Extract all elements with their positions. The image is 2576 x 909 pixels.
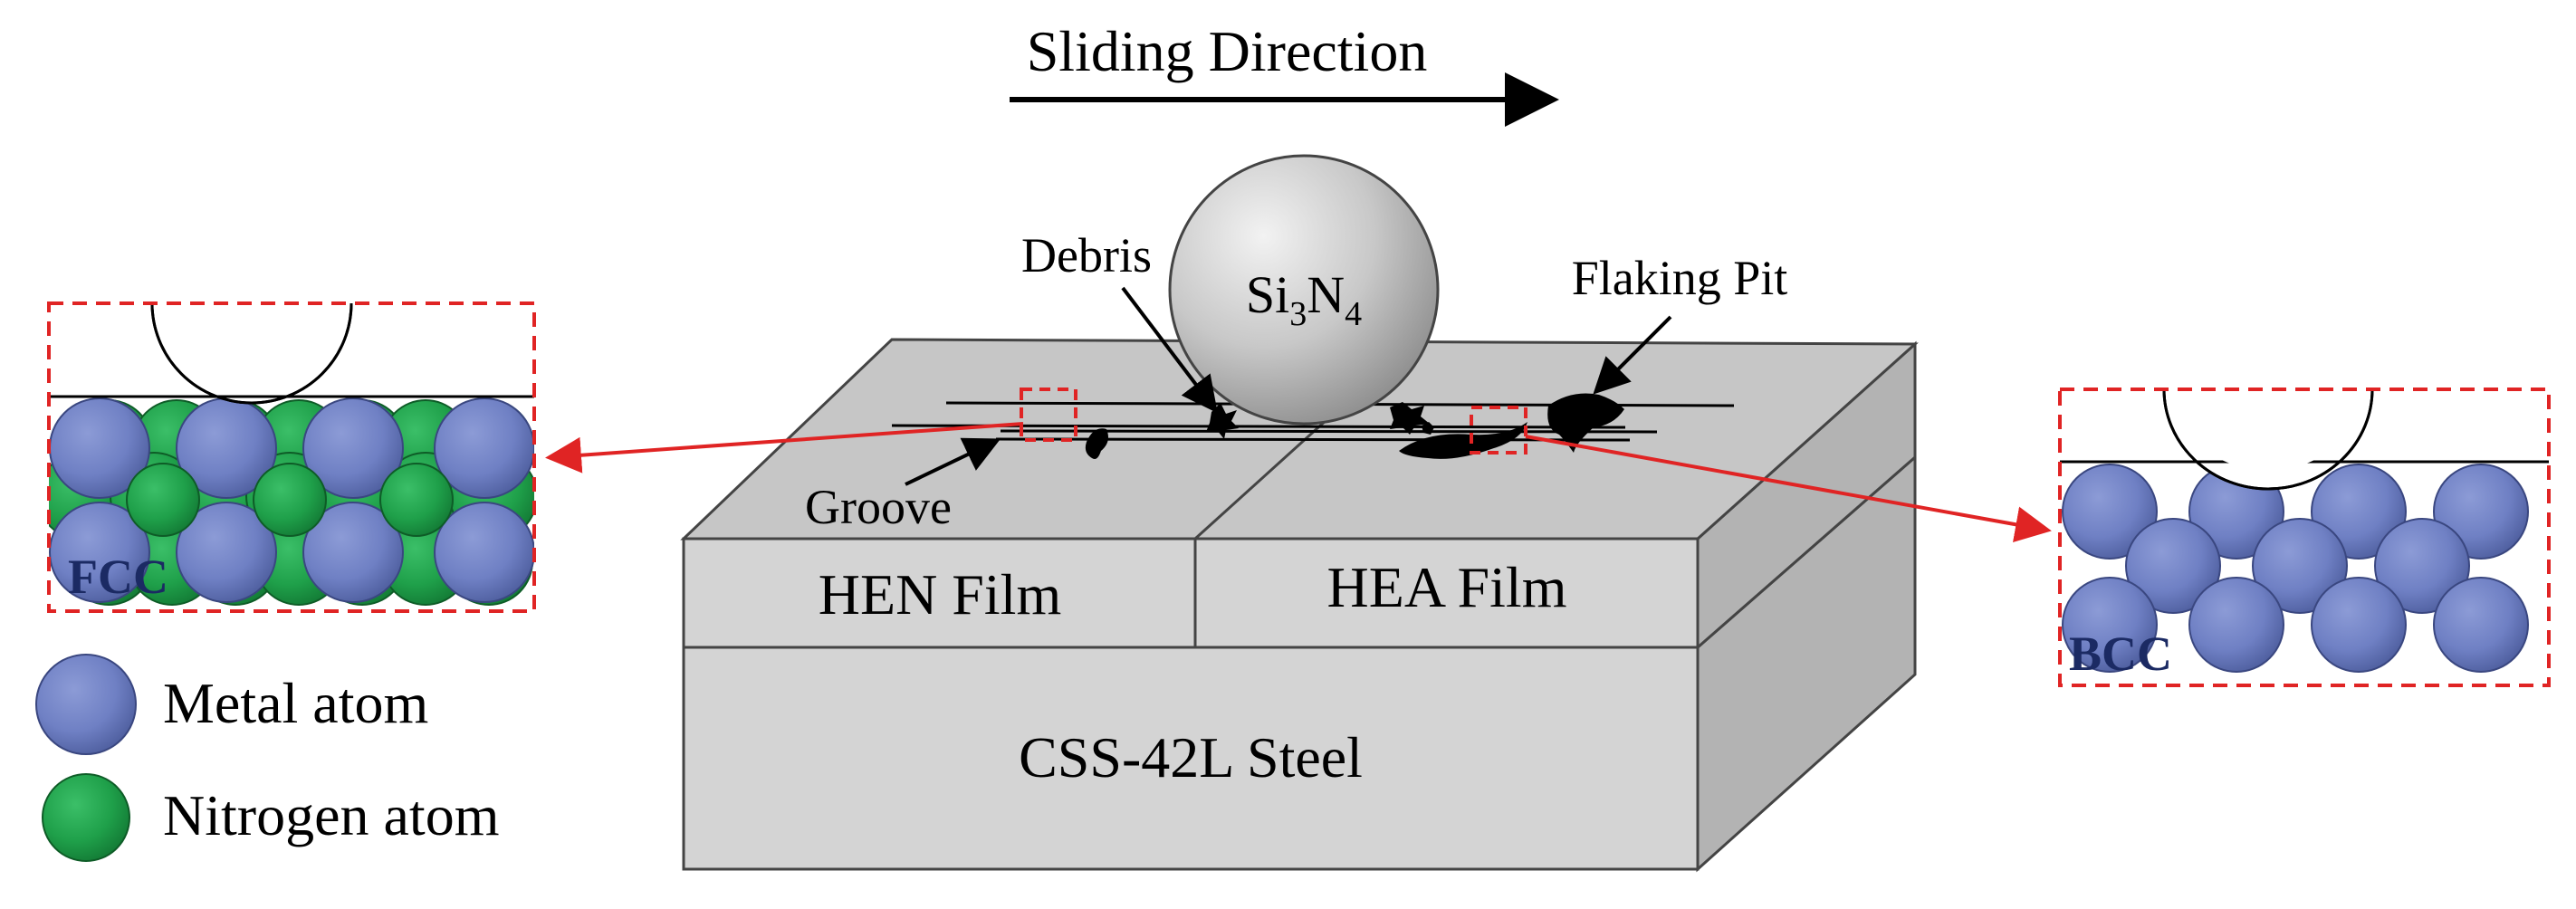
legend: Metal atom Nitrogen atom — [35, 654, 499, 862]
ball-label: Si3N4 — [1246, 265, 1362, 333]
groove-label: Groove — [805, 480, 952, 534]
ball-sphere — [1168, 154, 1440, 426]
si3n4-ball: Si3N4 — [1168, 154, 1440, 426]
flaking-pit-pointer — [1593, 315, 1672, 395]
fcc-inset: FCC — [47, 301, 536, 613]
bcc-metal-atoms — [2062, 464, 2529, 673]
legend-nitrogen-label: Nitrogen atom — [163, 783, 499, 847]
sliding-direction: Sliding Direction — [1010, 19, 1559, 127]
fcc-metal-atoms — [49, 397, 534, 603]
hea-highlight-box — [1470, 406, 1527, 454]
groove-pointer — [905, 437, 1001, 486]
bcc-inset: BCC — [2058, 388, 2551, 687]
substrate-label: CSS-42L Steel — [1019, 725, 1363, 789]
fcc-label: FCC — [68, 550, 168, 604]
debris-label: Debris — [1021, 228, 1152, 282]
metal-atom-icon — [35, 654, 137, 755]
connector-to-bcc — [1525, 435, 2052, 543]
bcc-label: BCC — [2069, 627, 2172, 681]
sliding-direction-label: Sliding Direction — [1027, 19, 1428, 83]
connector-to-fcc — [545, 422, 1024, 474]
annotations: Debris Flaking Pit Groove — [805, 228, 1787, 534]
legend-item-nitrogen: Nitrogen atom — [42, 773, 499, 862]
bcc-inset-frame — [2058, 388, 2551, 687]
hen-film-label: HEN Film — [819, 562, 1061, 627]
debris-pointer — [1121, 286, 1218, 414]
hea-film-label: HEA Film — [1327, 555, 1567, 619]
substrate-front-face — [682, 646, 1700, 871]
fcc-inset-frame — [47, 301, 536, 613]
nitrogen-atom-icon — [42, 773, 130, 862]
legend-item-metal: Metal atom — [35, 654, 428, 755]
legend-metal-label: Metal atom — [163, 671, 428, 735]
flaking-pit-label: Flaking Pit — [1572, 251, 1788, 305]
hen-highlight-box — [1020, 388, 1077, 442]
flaking-pits — [1399, 393, 1624, 459]
